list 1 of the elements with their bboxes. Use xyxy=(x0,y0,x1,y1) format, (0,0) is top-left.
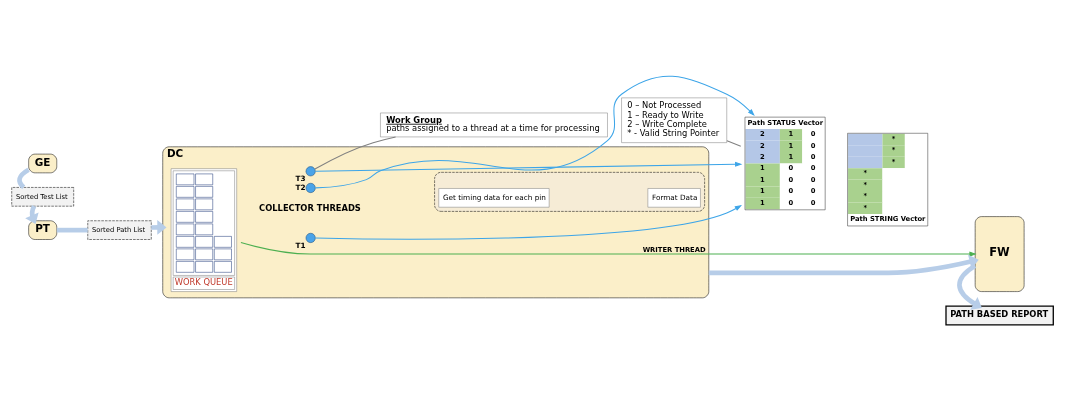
label: COLLECTOR THREADS xyxy=(259,202,361,213)
